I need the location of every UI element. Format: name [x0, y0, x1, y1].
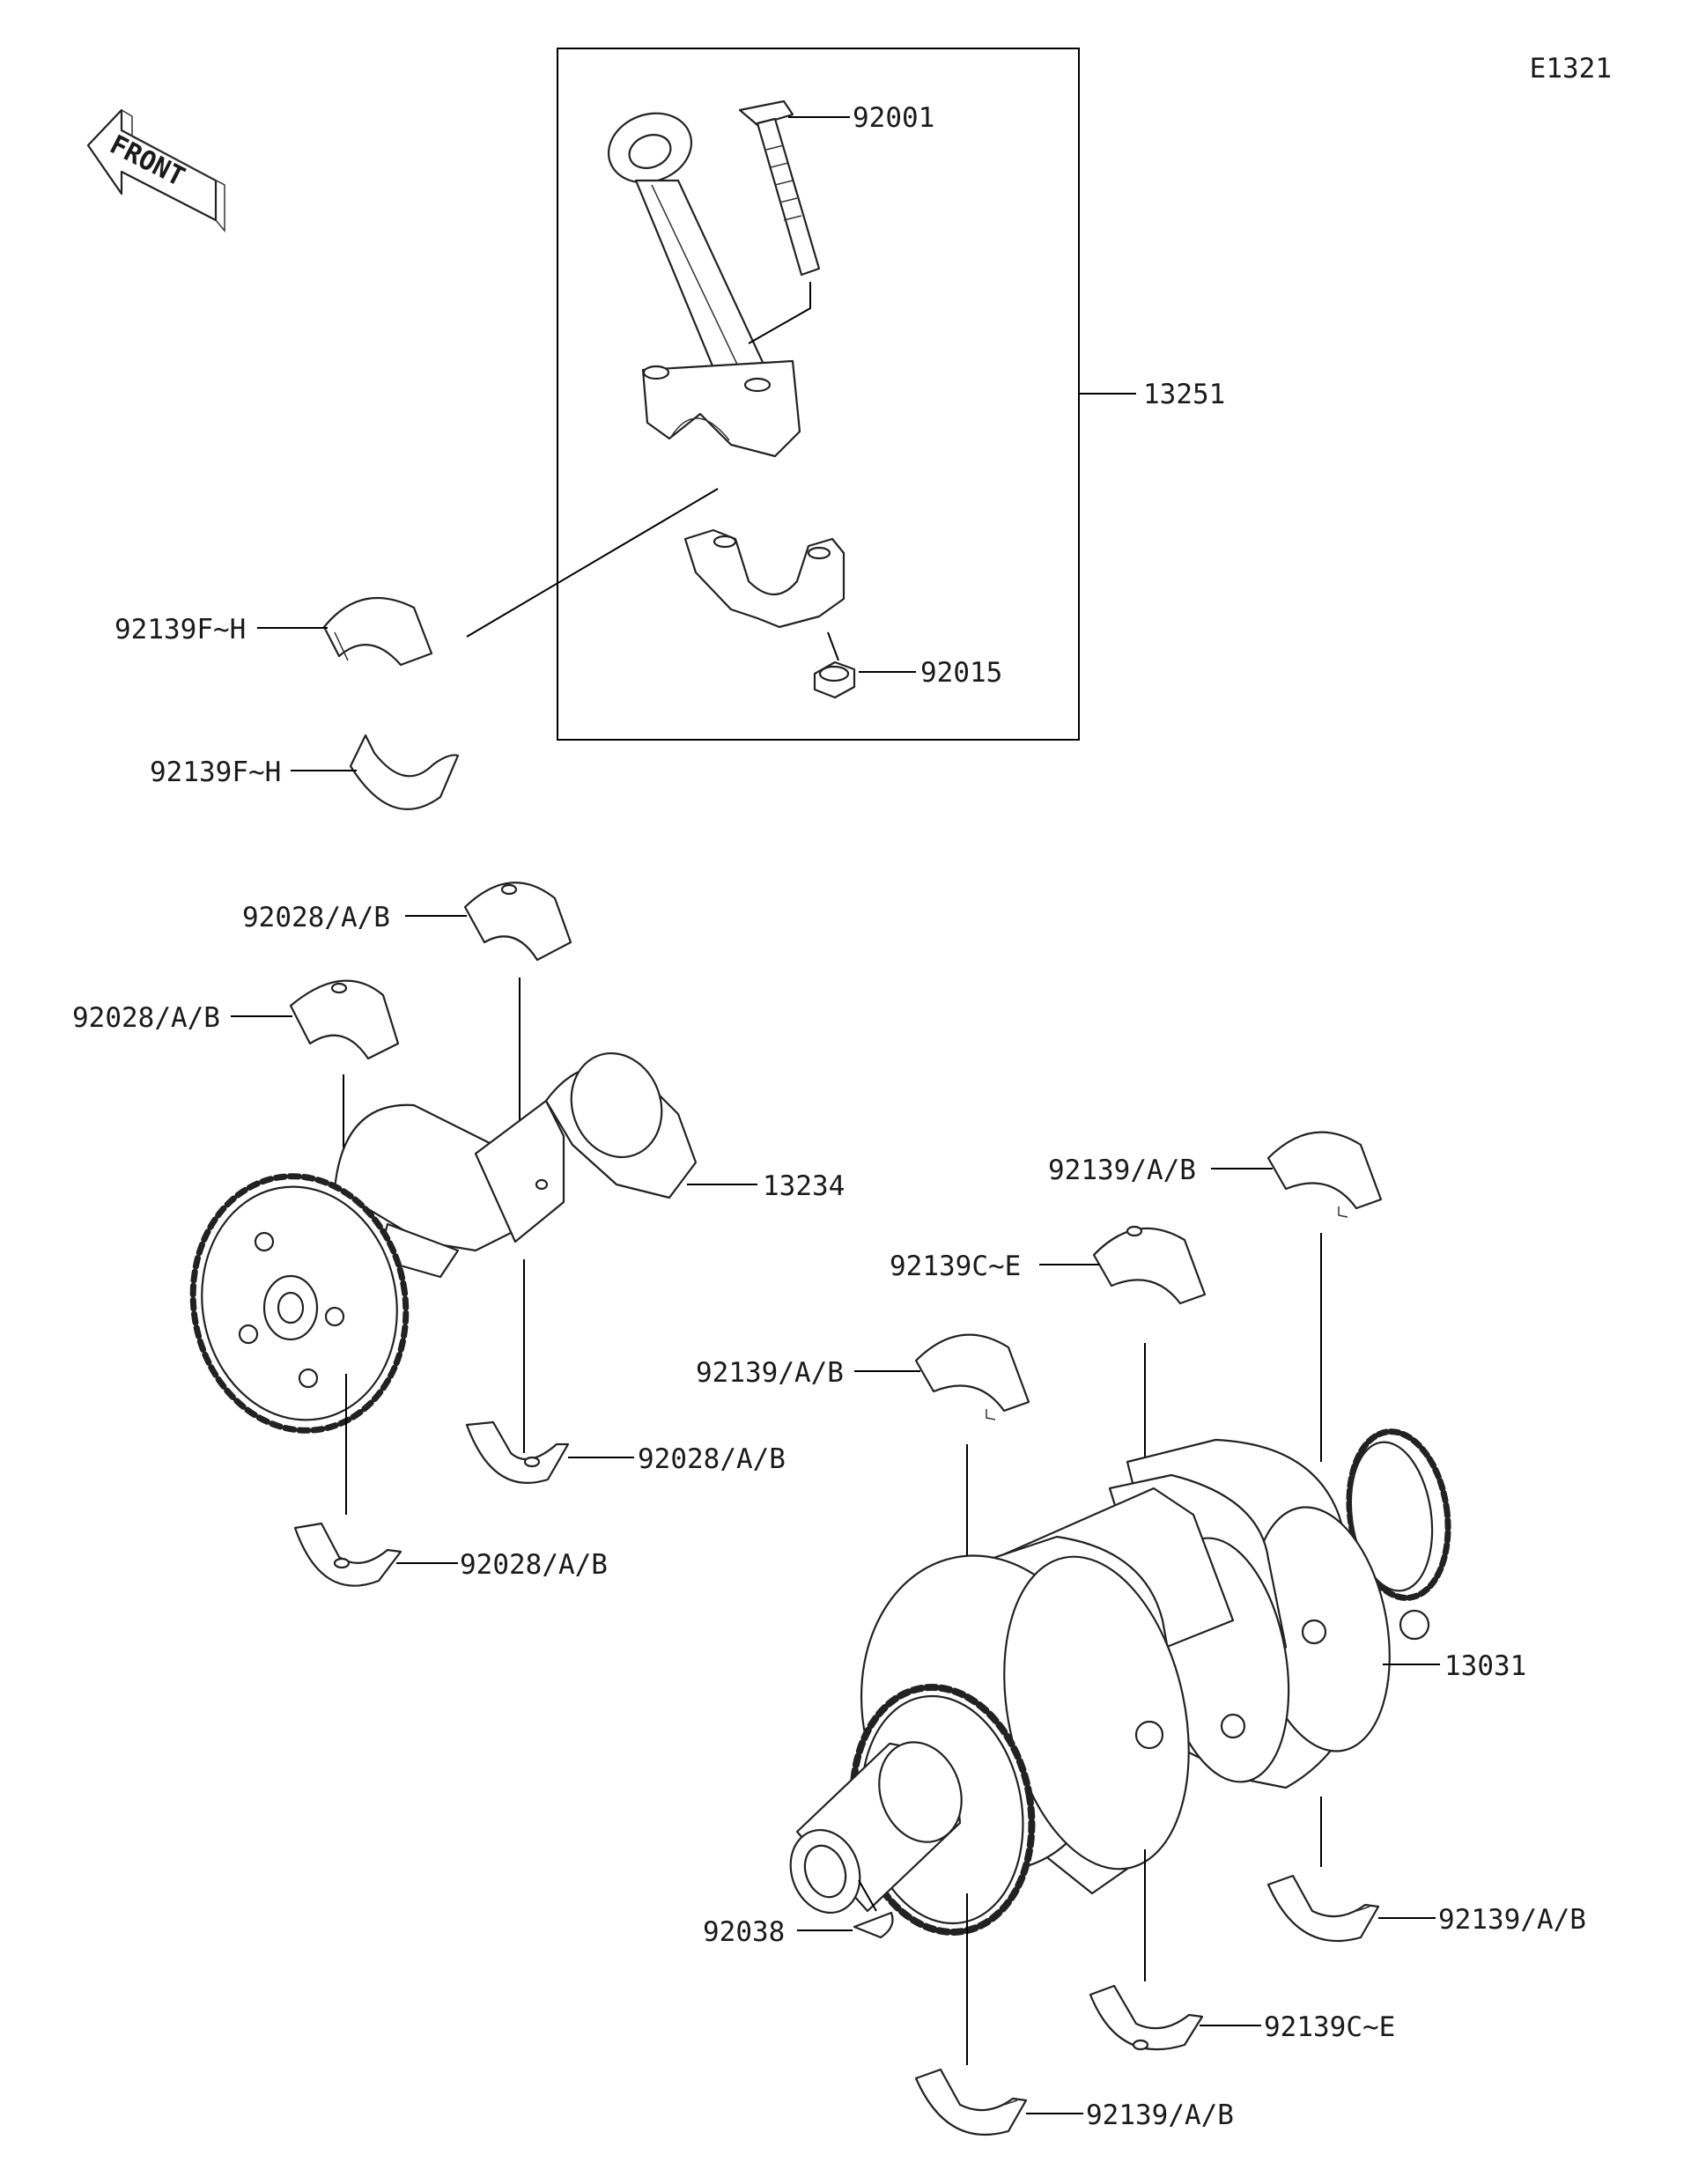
diagram-id: E1321 — [1530, 53, 1612, 85]
rod-bearing-upper[interactable] — [322, 597, 433, 667]
main-bearing-2[interactable] — [914, 1333, 1030, 1420]
front-arrow-icon: FRONT — [86, 108, 225, 233]
balancer-shaft[interactable] — [333, 1041, 698, 1279]
main-bearing-4[interactable] — [914, 2068, 1028, 2136]
label-main-bearing-3[interactable]: 92139/A/B — [1438, 1904, 1586, 1936]
label-main-bearing-ce-1[interactable]: 92139C~E — [890, 1251, 1021, 1282]
label-main-bearing-1[interactable]: 92139/A/B — [1048, 1155, 1196, 1186]
label-rod-bearing-upper[interactable]: 92139F~H — [114, 614, 246, 646]
main-bearing-3[interactable] — [1266, 1874, 1380, 1943]
label-con-rod-bolt[interactable]: 92001 — [853, 102, 934, 134]
main-bearing-ce-1[interactable] — [1092, 1225, 1207, 1305]
label-main-bearing-4[interactable]: 92139/A/B — [1086, 2099, 1234, 2131]
con-rod-bolt[interactable] — [738, 100, 821, 277]
rod-bearing-lower[interactable] — [349, 734, 460, 810]
label-balancer-bearing-4[interactable]: 92028/A/B — [460, 1549, 608, 1581]
rod-cap[interactable] — [683, 528, 846, 629]
con-rod-nut[interactable] — [813, 660, 856, 699]
label-balancer-bearing-1[interactable]: 92028/A/B — [242, 902, 390, 933]
label-balancer-bearing-3[interactable]: 92028/A/B — [638, 1443, 786, 1475]
crankshaft[interactable] — [779, 1425, 1458, 1946]
balancer-bearing-2[interactable] — [289, 979, 400, 1060]
label-main-bearing-ce-2[interactable]: 92139C~E — [1264, 2011, 1395, 2043]
balancer-gear[interactable] — [174, 1159, 426, 1447]
balancer-bearing-4[interactable] — [293, 1522, 402, 1587]
connecting-rod[interactable] — [599, 102, 801, 458]
label-woodruff-key[interactable]: 92038 — [703, 1916, 785, 1948]
balancer-bearing-3[interactable] — [465, 1420, 570, 1484]
main-bearing-1[interactable] — [1266, 1131, 1383, 1218]
label-crankshaft[interactable]: 13031 — [1444, 1650, 1526, 1682]
woodruff-key[interactable] — [853, 1911, 894, 1939]
label-rod-bearing-lower[interactable]: 92139F~H — [150, 756, 281, 788]
label-con-rod-nut[interactable]: 92015 — [920, 657, 1002, 689]
balancer-bearing-1[interactable] — [463, 882, 572, 962]
label-balancer-shaft[interactable]: 13234 — [763, 1170, 845, 1202]
label-con-rod-assy[interactable]: 13251 — [1143, 379, 1225, 410]
label-main-bearing-2[interactable]: 92139/A/B — [696, 1357, 844, 1389]
label-balancer-bearing-2[interactable]: 92028/A/B — [72, 1002, 220, 1034]
main-bearing-ce-2[interactable] — [1089, 1984, 1204, 2051]
